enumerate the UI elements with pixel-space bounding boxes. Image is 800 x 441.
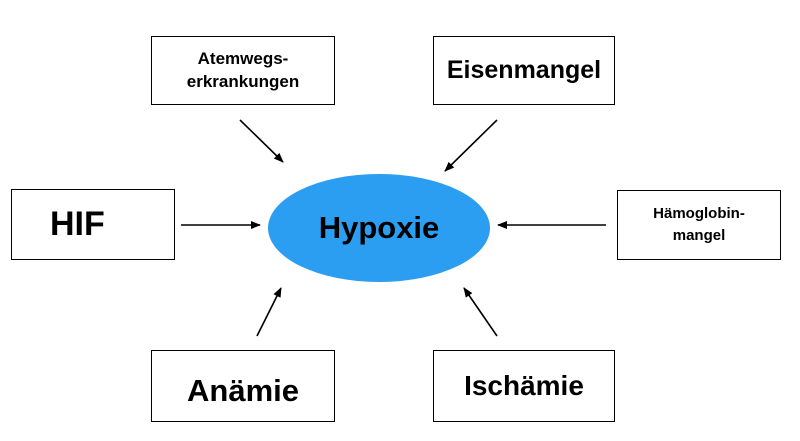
- node-atemwegserkrankungen: Atemwegs- erkrankungen: [151, 36, 335, 105]
- center-label: Hypoxie: [318, 210, 440, 245]
- arrow-eisenmangel-to-hypoxie: [444, 119, 498, 172]
- node-label: Anämie: [187, 373, 299, 408]
- node-label: Atemwegs- erkrankungen: [186, 48, 300, 91]
- node-label: HIF: [50, 205, 105, 243]
- node-label: Eisenmangel: [446, 56, 602, 84]
- node-eisenmangel: Eisenmangel: [433, 36, 615, 105]
- node-ischaemie: Ischämie: [433, 350, 615, 422]
- node-label: Ischämie: [464, 370, 584, 401]
- arrow-anaemie-to-hypoxie: [256, 287, 282, 337]
- node-hif: HIF: [11, 189, 175, 260]
- node-label: Hämoglobin- mangel: [653, 205, 745, 244]
- arrow-ischaemie-to-hypoxie: [463, 287, 498, 337]
- center-node-hypoxie: Hypoxie: [268, 174, 490, 282]
- arrow-atemwege-to-hypoxie: [239, 119, 284, 163]
- node-haemoglobinmangel: Hämoglobin- mangel: [617, 190, 781, 260]
- node-anaemie: Anämie: [151, 350, 335, 422]
